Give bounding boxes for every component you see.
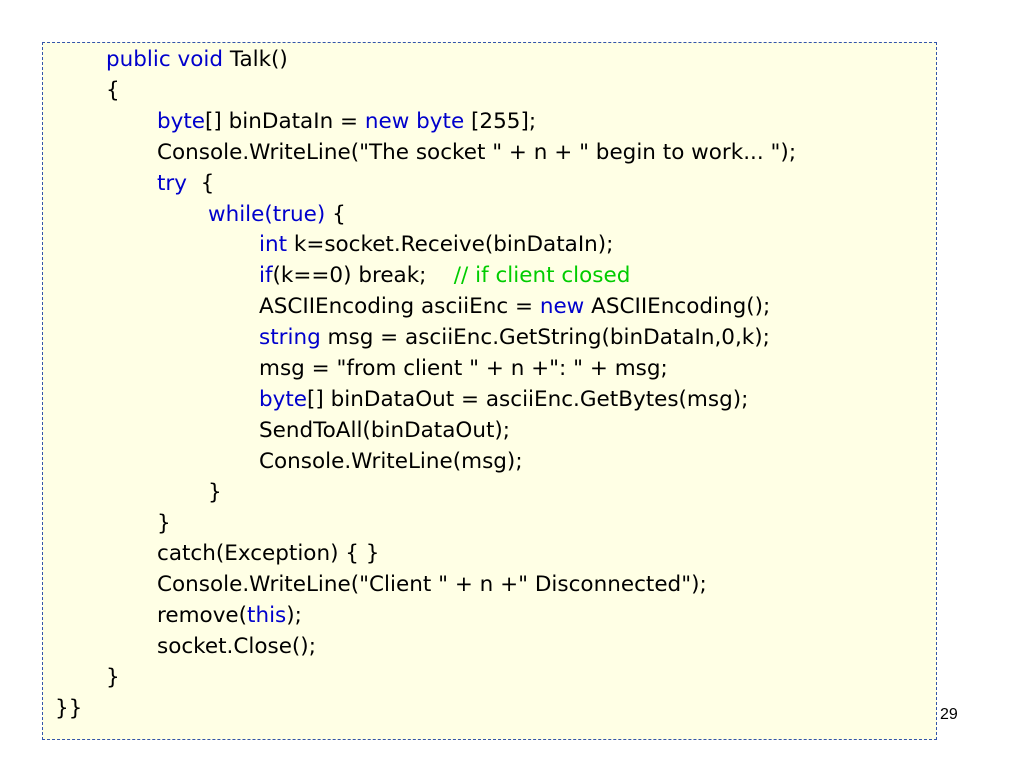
code-comment: // if client closed bbox=[426, 263, 631, 289]
code-text: } bbox=[208, 479, 222, 505]
code-text: Console.WriteLine("Client " + n +" Disco… bbox=[157, 572, 707, 598]
code-line: int k=socket.Receive(binDataIn); bbox=[259, 229, 613, 260]
code-line: Console.WriteLine("The socket " + n + " … bbox=[157, 137, 796, 168]
code-line: try { bbox=[157, 168, 214, 199]
code-line: catch(Exception) { } bbox=[157, 538, 380, 569]
code-keyword: new byte bbox=[364, 108, 465, 134]
code-text: Console.WriteLine("The socket " + n + " … bbox=[157, 139, 797, 165]
code-text: }} bbox=[55, 695, 83, 721]
code-keyword: if bbox=[259, 263, 273, 289]
code-text: } bbox=[157, 510, 171, 536]
code-keyword: byte bbox=[259, 386, 308, 412]
code-text: [255]; bbox=[464, 108, 537, 134]
code-line: Console.WriteLine("Client " + n +" Disco… bbox=[157, 569, 707, 600]
code-line: while(true) { bbox=[208, 199, 346, 230]
code-line: remove(this); bbox=[157, 600, 302, 631]
code-text: socket.Close(); bbox=[157, 634, 316, 660]
code-keyword: string bbox=[259, 325, 321, 351]
code-line: string msg = asciiEnc.GetString(binDataI… bbox=[259, 322, 770, 353]
code-keyword: try bbox=[157, 170, 187, 196]
code-keyword: int bbox=[259, 232, 288, 258]
code-text: } bbox=[106, 665, 120, 690]
code-line: public void Talk() bbox=[106, 44, 288, 75]
code-line: byte[] binDataOut = asciiEnc.GetBytes(ms… bbox=[259, 384, 748, 415]
code-line: } bbox=[208, 477, 222, 508]
code-line: byte[] binDataIn = new byte [255]; bbox=[157, 106, 536, 137]
code-text: ASCIIEncoding asciiEnc = bbox=[259, 294, 540, 320]
code-text: Talk() bbox=[223, 47, 288, 72]
code-keyword: new bbox=[539, 294, 585, 320]
code-text: { bbox=[187, 170, 215, 196]
code-line: { bbox=[106, 75, 120, 106]
code-text: [] binDataOut = asciiEnc.GetBytes(msg); bbox=[307, 386, 749, 412]
code-text: SendToAll(binDataOut); bbox=[259, 417, 511, 443]
slide-number: 29 bbox=[940, 706, 958, 723]
code-line: } bbox=[157, 508, 171, 539]
code-keyword: byte bbox=[157, 108, 206, 134]
code-text: [] binDataIn = bbox=[205, 108, 365, 134]
code-line: socket.Close(); bbox=[157, 631, 316, 662]
code-text: { bbox=[325, 201, 346, 227]
code-text: ); bbox=[286, 603, 302, 629]
code-text: msg = "from client " + n +": " + msg; bbox=[259, 356, 668, 381]
code-text: { bbox=[106, 77, 120, 103]
code-line: } bbox=[106, 662, 120, 693]
code-text: ASCIIEncoding(); bbox=[584, 294, 771, 320]
code-text: Console.WriteLine(msg); bbox=[259, 448, 523, 474]
code-text: k=socket.Receive(binDataIn); bbox=[287, 232, 614, 258]
code-listing: public void Talk(){byte[] binDataIn = ne… bbox=[43, 43, 936, 739]
code-text: (k==0) break; bbox=[272, 263, 427, 289]
code-line: if(k==0) break; // if client closed bbox=[259, 260, 630, 291]
code-line: ASCIIEncoding asciiEnc = new ASCIIEncodi… bbox=[259, 291, 770, 322]
code-line: SendToAll(binDataOut); bbox=[259, 415, 510, 446]
code-line: }} bbox=[55, 693, 82, 724]
code-line: msg = "from client " + n +": " + msg; bbox=[259, 353, 668, 384]
code-listing-panel: public void Talk(){byte[] binDataIn = ne… bbox=[42, 42, 937, 740]
code-keyword: while(true) bbox=[208, 201, 326, 227]
code-text: remove( bbox=[157, 603, 248, 629]
code-text: catch(Exception) { } bbox=[157, 541, 380, 567]
code-keyword: public void bbox=[106, 47, 224, 72]
code-keyword: this bbox=[247, 603, 287, 629]
code-text: msg = asciiEnc.GetString(binDataIn,0,k); bbox=[320, 325, 770, 351]
code-line: Console.WriteLine(msg); bbox=[259, 446, 523, 477]
